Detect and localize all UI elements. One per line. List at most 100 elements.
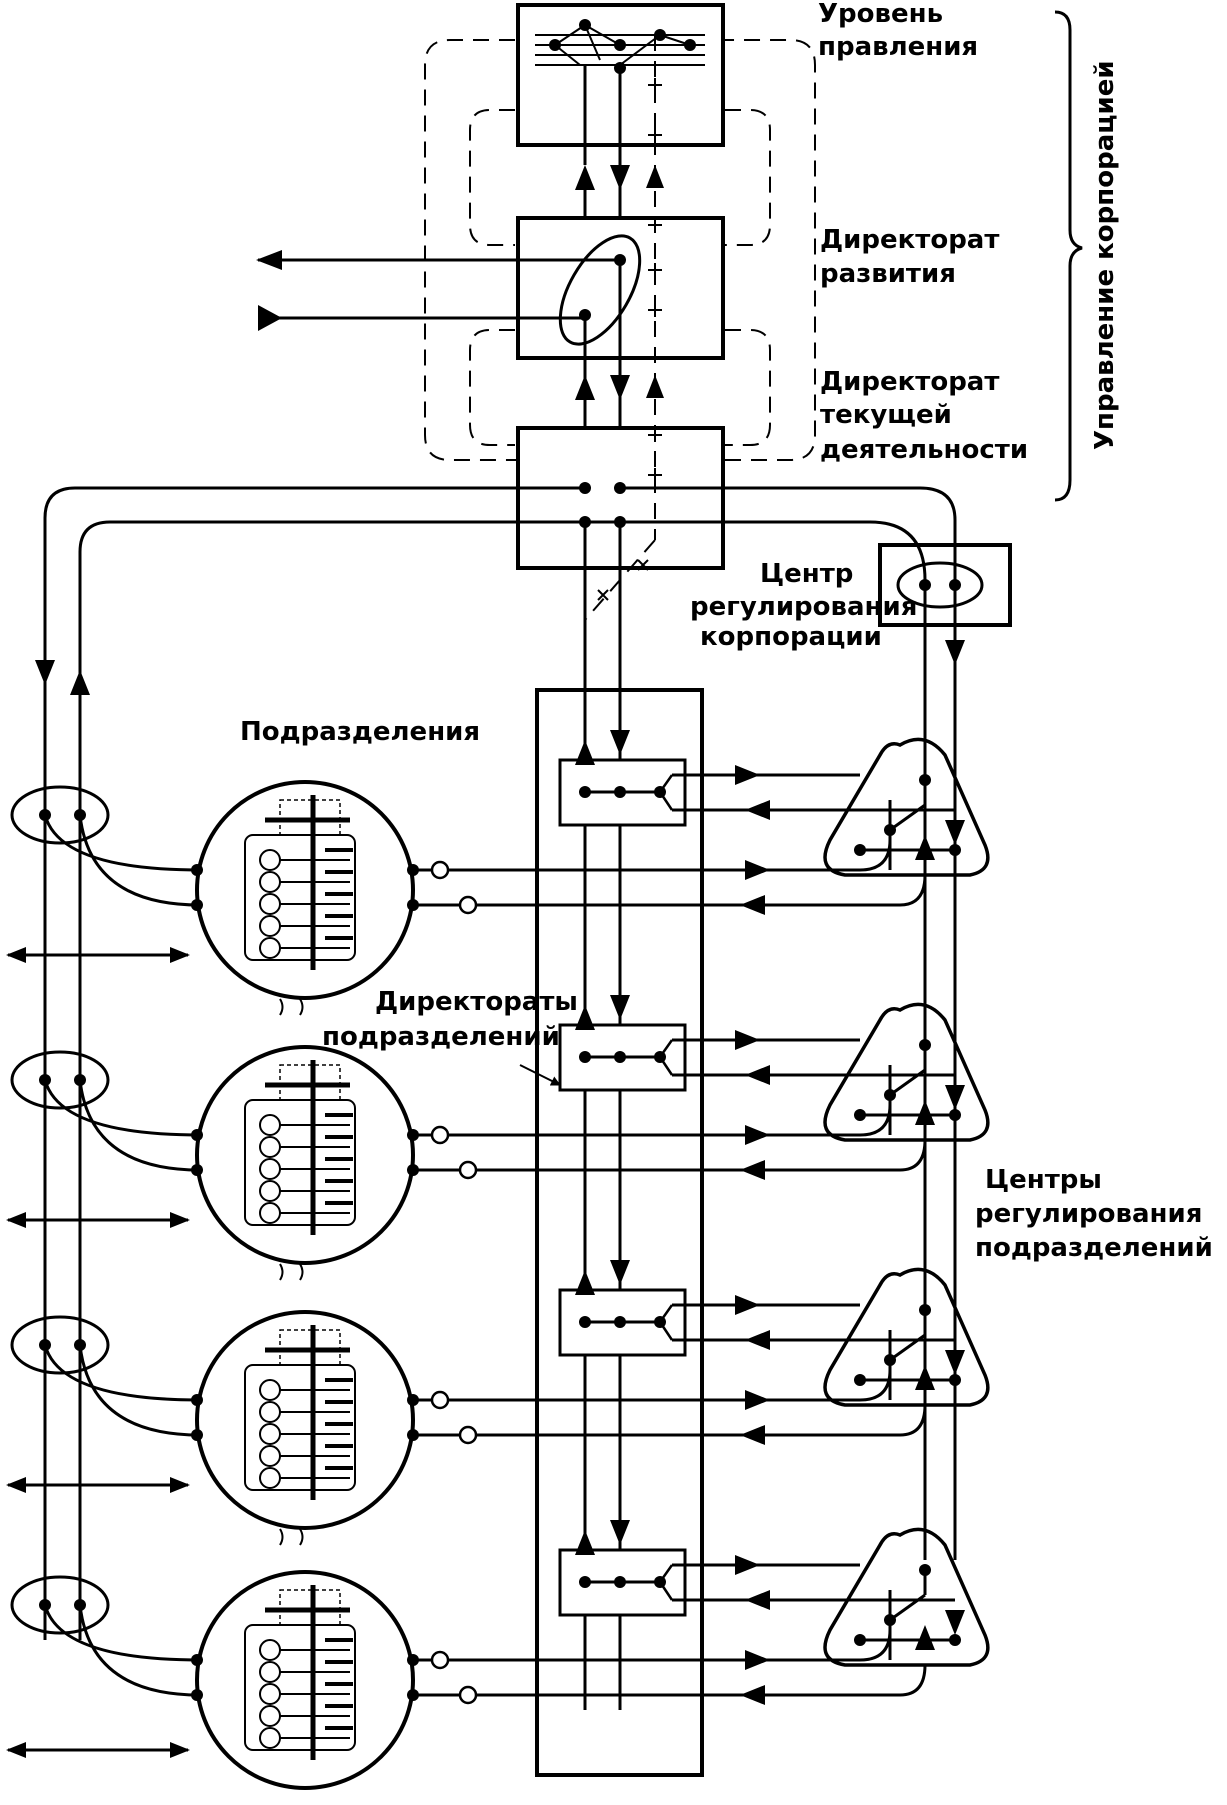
division-control-line-1 <box>476 874 927 907</box>
division-link-lower-2 <box>78 1079 201 1172</box>
division-schematic-unit-4 <box>259 1683 281 1705</box>
division-directorate-fork-3 <box>658 1304 674 1341</box>
flow-arrowhead <box>740 1160 765 1180</box>
flow-arrowhead <box>735 1295 760 1315</box>
flow-arrowhead <box>915 1625 935 1650</box>
corp-regulation-label-1: Центр <box>760 559 853 589</box>
node-dot <box>191 1394 203 1406</box>
flow-arrowhead <box>915 1365 935 1390</box>
outer-loop-left-2 <box>78 520 620 1640</box>
node-dot <box>191 1129 203 1141</box>
division-input-port-1 <box>458 895 478 915</box>
division-schematic-unit-1 <box>259 937 281 959</box>
regulation-link-3 <box>889 1333 926 1362</box>
flow-arrowhead <box>945 1610 965 1635</box>
plus-marks <box>648 78 662 482</box>
division-schematic-unit-3 <box>259 1467 281 1489</box>
node-dot <box>191 899 203 911</box>
division-schematic-unit-2 <box>259 1114 281 1136</box>
corp-management-brace <box>1054 10 1083 502</box>
flow-arrowhead <box>745 1590 770 1610</box>
outer-loop-left-1 <box>43 486 585 1640</box>
flow-arrowhead <box>735 1555 760 1575</box>
division-directorate-fork-4 <box>658 1564 674 1601</box>
division-output-port-1 <box>430 860 450 880</box>
division-regulation-triangle-1 <box>823 737 990 877</box>
division-separator-1 <box>279 998 304 1016</box>
outer-loop-right-2 <box>620 520 927 1560</box>
corp-regulation-label-2: регулирования <box>690 592 917 622</box>
division-separator-3 <box>279 1528 304 1546</box>
flow-arrowhead <box>945 1350 965 1375</box>
corp-regulation-label-3: корпорации <box>700 622 882 652</box>
board-level-label-1: Уровень <box>818 0 943 29</box>
corp-management-label: Управление корпорацией <box>1090 60 1120 450</box>
division-output-port-2 <box>430 1125 450 1145</box>
regulation-link-4 <box>889 1593 926 1622</box>
flow-arrowhead <box>945 820 965 845</box>
regulation-link-1 <box>889 803 926 832</box>
ops-directorate-label-1: Директорат <box>820 367 999 397</box>
division-regulation-triangle-4 <box>823 1527 990 1667</box>
dev-directorate-label-1: Директорат <box>820 225 999 255</box>
division-output-port-4 <box>430 1650 450 1670</box>
division-schematic-unit-1 <box>259 915 281 937</box>
division-schematic-unit-2 <box>259 1158 281 1180</box>
node-dot <box>191 1689 203 1701</box>
division-control-line-2 <box>476 1139 927 1172</box>
division-node-ellipse-1 <box>10 785 110 845</box>
division-schematic-unit-3 <box>259 1423 281 1445</box>
division-regulation-triangle-2 <box>823 1002 990 1142</box>
division-schematic-unit-3 <box>259 1445 281 1467</box>
flow-arrowhead <box>915 1100 935 1125</box>
division-schematic-unit-1 <box>259 893 281 915</box>
flow-arrowhead <box>745 860 770 880</box>
division-control-line-4 <box>476 1664 927 1697</box>
division-schematic-unit-1 <box>259 849 281 871</box>
division-regulation-label-2: регулирования <box>975 1199 1202 1229</box>
node-dot <box>191 1164 203 1176</box>
division-schematic-unit-2 <box>259 1202 281 1224</box>
division-link-lower-1 <box>78 814 201 907</box>
flow-arrowhead <box>735 1030 760 1050</box>
corp-regulation-ellipse <box>896 561 984 609</box>
division-schematic-unit-2 <box>259 1136 281 1158</box>
flow-arrowhead <box>745 800 770 820</box>
ops-directorate-label-2: текущей <box>820 400 952 430</box>
dev-directorate-label-2: развития <box>820 259 956 289</box>
flow-arrowhead <box>915 835 935 860</box>
division-link-lower-3 <box>78 1344 201 1437</box>
board-level-label-2: правления <box>818 32 978 62</box>
node-dot <box>191 1429 203 1441</box>
division-control-line-3 <box>476 1404 927 1437</box>
division-schematic-unit-4 <box>259 1661 281 1683</box>
division-link-lower-4 <box>78 1604 201 1697</box>
flow-arrowhead <box>945 1085 965 1110</box>
division-circle-3 <box>195 1310 415 1530</box>
divisions-label: Подразделения <box>240 717 480 747</box>
division-directorate-fork-2 <box>658 1039 674 1076</box>
flow-arrowhead <box>740 1685 765 1705</box>
division-schematic-unit-3 <box>259 1379 281 1401</box>
division-regulation-triangle-3 <box>823 1267 990 1407</box>
flow-arrowhead <box>740 895 765 915</box>
flow-arrowhead <box>610 730 630 755</box>
flow-arrowhead <box>610 1260 630 1285</box>
flow-arrowhead <box>745 1390 770 1410</box>
corp-regulation-box <box>878 543 1012 627</box>
ops-directorate-label-3: деятельности <box>820 435 1028 465</box>
division-schematic-unit-4 <box>259 1639 281 1661</box>
division-schematic-unit-1 <box>259 871 281 893</box>
division-directorates-label-1: Директораты <box>375 987 578 1017</box>
node-dot <box>191 864 203 876</box>
division-schematic-unit-4 <box>259 1727 281 1749</box>
division-output-port-3 <box>430 1390 450 1410</box>
dashed-loop-outer <box>424 39 816 461</box>
flow-arrowhead <box>740 1425 765 1445</box>
division-separator-2 <box>279 1263 304 1281</box>
regulation-link-2 <box>889 1068 926 1097</box>
division-regulation-label-1: Центры <box>985 1165 1102 1195</box>
division-input-port-3 <box>458 1425 478 1445</box>
division-schematic-unit-3 <box>259 1401 281 1423</box>
